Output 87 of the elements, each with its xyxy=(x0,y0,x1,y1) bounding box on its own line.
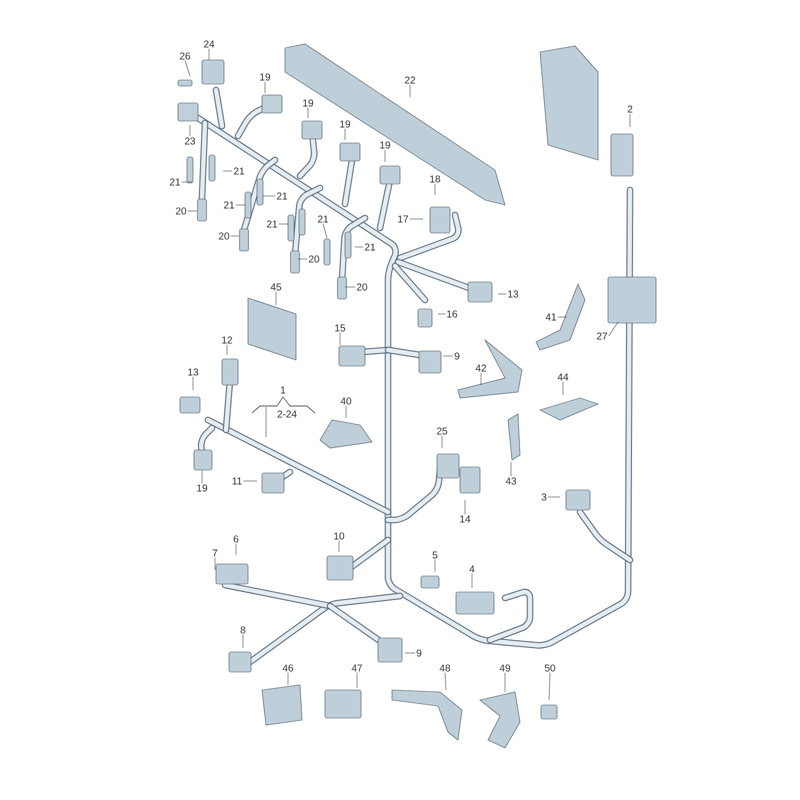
callout-number: 9 xyxy=(454,352,460,360)
callout-number: 19 xyxy=(380,141,390,149)
callout-number: 15 xyxy=(335,324,346,332)
leader-line xyxy=(298,258,308,260)
leader-line xyxy=(404,652,416,654)
callout-number: 4 xyxy=(469,566,474,572)
callout-number: 12 xyxy=(222,336,232,344)
callout-number: 46 xyxy=(282,664,294,672)
callout-number: 21 xyxy=(224,202,234,208)
callout-number: 21 xyxy=(234,168,244,174)
callout-number: 13 xyxy=(188,368,198,376)
leader-line xyxy=(344,286,356,288)
leader-line xyxy=(242,634,244,648)
callout-number: 19 xyxy=(260,73,270,81)
callout-number: 45 xyxy=(270,284,282,290)
leader-line xyxy=(222,170,232,172)
callout-number: 5 xyxy=(432,552,438,558)
leader-line xyxy=(236,204,246,206)
callout-number: 19 xyxy=(197,484,208,492)
callout-number: 7 xyxy=(212,550,218,556)
leader-line xyxy=(184,60,190,76)
callout-number: 11 xyxy=(232,478,242,484)
callout-number: 21 xyxy=(170,178,180,186)
callout-number: 17 xyxy=(398,216,408,222)
leader-line xyxy=(384,150,386,162)
callout-number: 18 xyxy=(430,175,440,183)
callout-number: 47 xyxy=(352,664,362,672)
callout-number: 20 xyxy=(218,232,230,240)
callout-number: 50 xyxy=(544,664,556,672)
callout-number: 14 xyxy=(460,516,470,522)
callout-number: 26 xyxy=(180,52,190,60)
leader-line xyxy=(214,557,216,570)
leader-line xyxy=(208,48,210,60)
callout-number: 27 xyxy=(596,332,608,340)
leader-line xyxy=(548,672,550,700)
callout-number: 42 xyxy=(476,364,486,372)
leader-line xyxy=(464,500,466,515)
callout-number: 43 xyxy=(506,477,516,485)
leader-line xyxy=(192,376,194,390)
callout-number: 1 xyxy=(281,386,286,394)
callout-number: 10 xyxy=(334,532,344,540)
leader-line xyxy=(226,344,228,356)
leader-line xyxy=(504,672,506,692)
callout-number: 8 xyxy=(240,626,246,634)
callout-number: 20 xyxy=(176,207,186,215)
leader-line xyxy=(608,322,618,336)
callout-number: 25 xyxy=(436,427,448,435)
callout-number: 44 xyxy=(558,374,568,380)
leader-line xyxy=(558,316,568,318)
leader-line xyxy=(548,496,560,498)
callout-number: 21 xyxy=(364,244,376,250)
leader-line xyxy=(344,128,346,140)
callout-number: 2-24 xyxy=(278,410,297,418)
callout-number: 48 xyxy=(440,664,450,672)
leader-line xyxy=(354,246,364,248)
callout-number: 2 xyxy=(628,106,632,112)
callout-number: 20 xyxy=(308,255,320,263)
leader-line xyxy=(434,184,436,196)
leader-line xyxy=(562,381,564,396)
leader-line xyxy=(322,223,328,238)
callout-number: 3 xyxy=(542,493,546,501)
callout-number: 41 xyxy=(546,314,556,320)
leader-line xyxy=(243,480,258,482)
leader-line xyxy=(434,559,436,572)
leader-line xyxy=(510,462,512,477)
callout-number: 9 xyxy=(416,649,422,657)
callout-number: 21 xyxy=(318,216,328,222)
callout-number: 21 xyxy=(266,220,278,228)
callout-number: 21 xyxy=(276,192,288,200)
leader-line xyxy=(480,372,482,386)
callout-number: 19 xyxy=(303,99,314,107)
callout-number: 23 xyxy=(184,137,196,145)
callout-number: 24 xyxy=(204,40,214,48)
callout-number: 20 xyxy=(356,283,368,291)
leader-line xyxy=(264,82,266,94)
callout-number: 40 xyxy=(340,397,352,405)
leader-line xyxy=(410,218,424,220)
leader-line xyxy=(356,672,358,688)
callout-number: 49 xyxy=(500,664,510,672)
leader-line xyxy=(444,672,446,690)
leader-line xyxy=(188,210,198,212)
callout-number: 16 xyxy=(447,310,458,318)
callout-number: 13 xyxy=(508,290,518,298)
callout-number: 6 xyxy=(234,535,238,543)
callout-number: 22 xyxy=(404,76,416,84)
callout-number: 19 xyxy=(340,120,350,128)
leader-line xyxy=(338,540,340,552)
